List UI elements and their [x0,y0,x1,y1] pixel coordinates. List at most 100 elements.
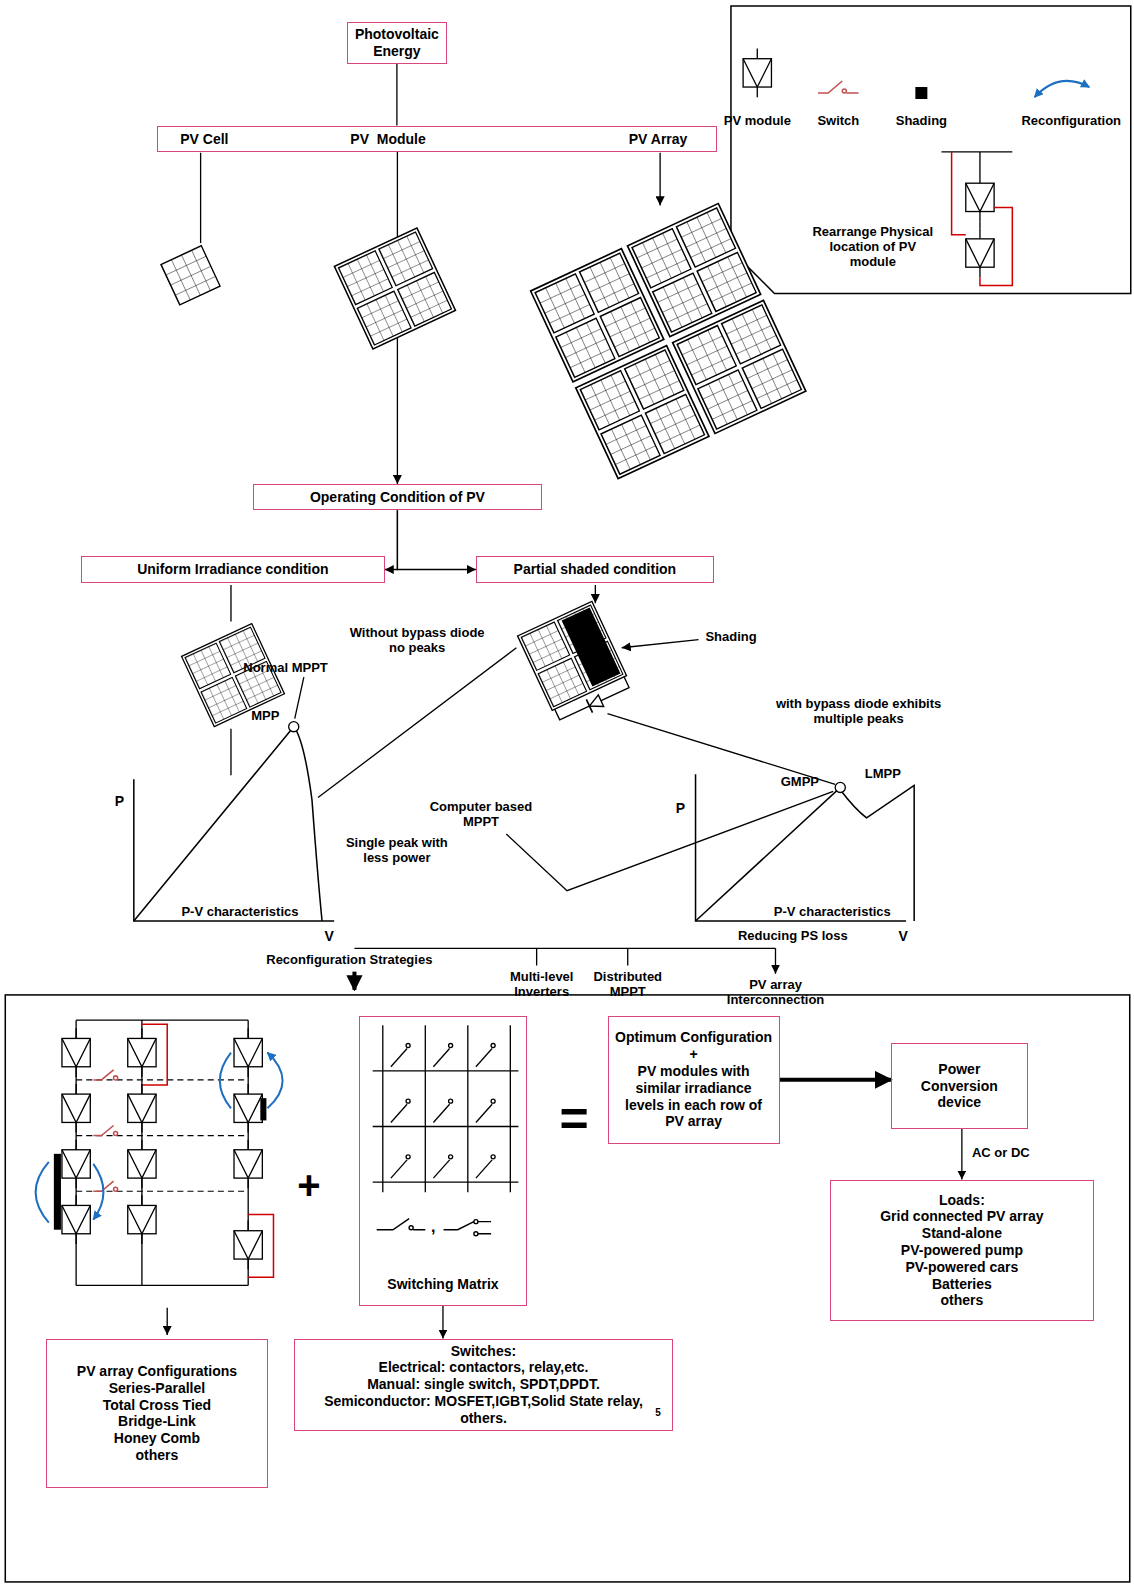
illustration-part [518,601,627,710]
box-text: Series-Parallel [109,1380,206,1397]
pv-curve [134,727,322,921]
illustration-part [966,229,994,278]
switch-symbol [818,81,858,93]
box-text: Operating Condition of PV [310,489,485,506]
annotation-label: Computer based MPPT [428,800,534,830]
process-box: Switching Matrix [359,1016,526,1307]
process-box: PV CellPV ModulePV Array [157,126,717,152]
thick-arrow [352,972,356,990]
box-text: Semiconductor: MOSFET,IGBT,Solid State r… [301,1393,667,1427]
annotation-label: GMPP [781,775,819,790]
illustration-part [62,1140,90,1189]
pv-curve [696,785,915,921]
box-text: Switches: [451,1343,516,1360]
illustration-part [449,1155,453,1159]
pv-module-symbol [743,49,771,98]
illustration-part [449,1043,453,1047]
connector-arrow [385,510,398,569]
plot-axes [134,774,906,921]
illustration-part [406,1099,410,1103]
annotation-label: Single peak with less power [334,836,461,866]
box-text: PV Module [350,131,425,148]
illustration-part [93,1070,117,1191]
box-text: others [136,1447,179,1464]
arrow [295,640,835,891]
process-box: Uniform Irradiance condition [81,556,385,583]
process-box: Power Conversion device [891,1043,1028,1129]
annotation-label: Reducing PS loss [738,929,848,944]
connector-arrow [396,64,397,126]
illustration-part [474,1220,478,1224]
illustration-part [234,1140,262,1189]
connector-arrow [780,1078,891,1082]
illustration-part [373,1025,519,1192]
illustration-part [586,699,592,712]
illustration-part [966,173,994,222]
arrow [167,1308,168,1335]
mpp-point [835,782,845,792]
box-text: PV array Configurations [77,1363,237,1380]
illustration-part [409,1226,413,1230]
illustration-part [433,1104,449,1122]
pv-cell-image [161,246,220,305]
illustration-part [62,1084,90,1133]
annotation-label: MPP [251,709,279,724]
annotation-label: Normal MPPT [243,661,328,676]
annotation-label: P-V characteristics [181,905,298,920]
box-text: Uniform Irradiance condition [137,561,328,578]
annotation-label: , [431,1218,435,1236]
illustration-part [128,1195,156,1244]
box-text: Manual: single switch, SPDT,DPDT. [367,1376,600,1393]
box-text: Bridge-Link [118,1413,196,1430]
arrow [201,153,661,243]
process-box: Switches:Electrical: contactors, relay,e… [294,1339,674,1431]
illustration-part [433,1160,449,1178]
illustration-part [128,1140,156,1189]
annotation-label: Distributed MPPT [587,970,668,1000]
process-box: Partial shaded condition [476,556,714,583]
annotation-label: + [297,1162,320,1208]
illustration-part [93,1070,113,1080]
mpp-point [289,722,299,732]
illustration-part [36,1053,283,1223]
illustration-part [491,1099,495,1103]
illustration-part [476,1104,492,1122]
pv-module-image [334,228,455,349]
illustration-part [433,1049,449,1067]
process-box: Operating Condition of PV [253,484,542,510]
illustration-part [491,1043,495,1047]
annotation-label: V [898,928,907,944]
legend-text: Switch [817,113,859,129]
illustration-part [391,1104,407,1122]
switching-matrix [373,1025,519,1192]
annotation-label: PV array Interconnection [715,978,837,1008]
box-text: Batteries [932,1276,992,1293]
pv-array-configuration [36,1020,283,1285]
illustration-part [391,1049,407,1067]
illustration-part [673,300,806,433]
process-box: Loads:Grid connected PV arrayStand-alone… [830,1180,1093,1322]
illustration-part [128,1028,156,1077]
box-text: others [940,1292,983,1309]
legend-text: Shading [896,113,947,129]
illustration-part [76,1020,248,1285]
illustration-part [128,1084,156,1133]
annotation-label: with bypass diode exhibits multiple peak… [767,697,949,727]
illustration-part [474,1232,478,1236]
connector-arrow [961,1129,962,1180]
reconfiguration-arrow [1035,81,1090,97]
illustration-part [406,1155,410,1159]
illustration-part [114,1132,118,1136]
illustration-part [114,1076,118,1080]
illustration-part [234,1084,262,1133]
edge-label: AC or DC [970,1146,1032,1161]
illustration-part [587,695,604,712]
legend-frame [731,6,1131,293]
box-text: Stand-alone [922,1225,1002,1242]
illustration-part [142,1024,274,1277]
illustration-part [114,1187,118,1191]
legend-text: Reconfiguration [1021,113,1121,129]
